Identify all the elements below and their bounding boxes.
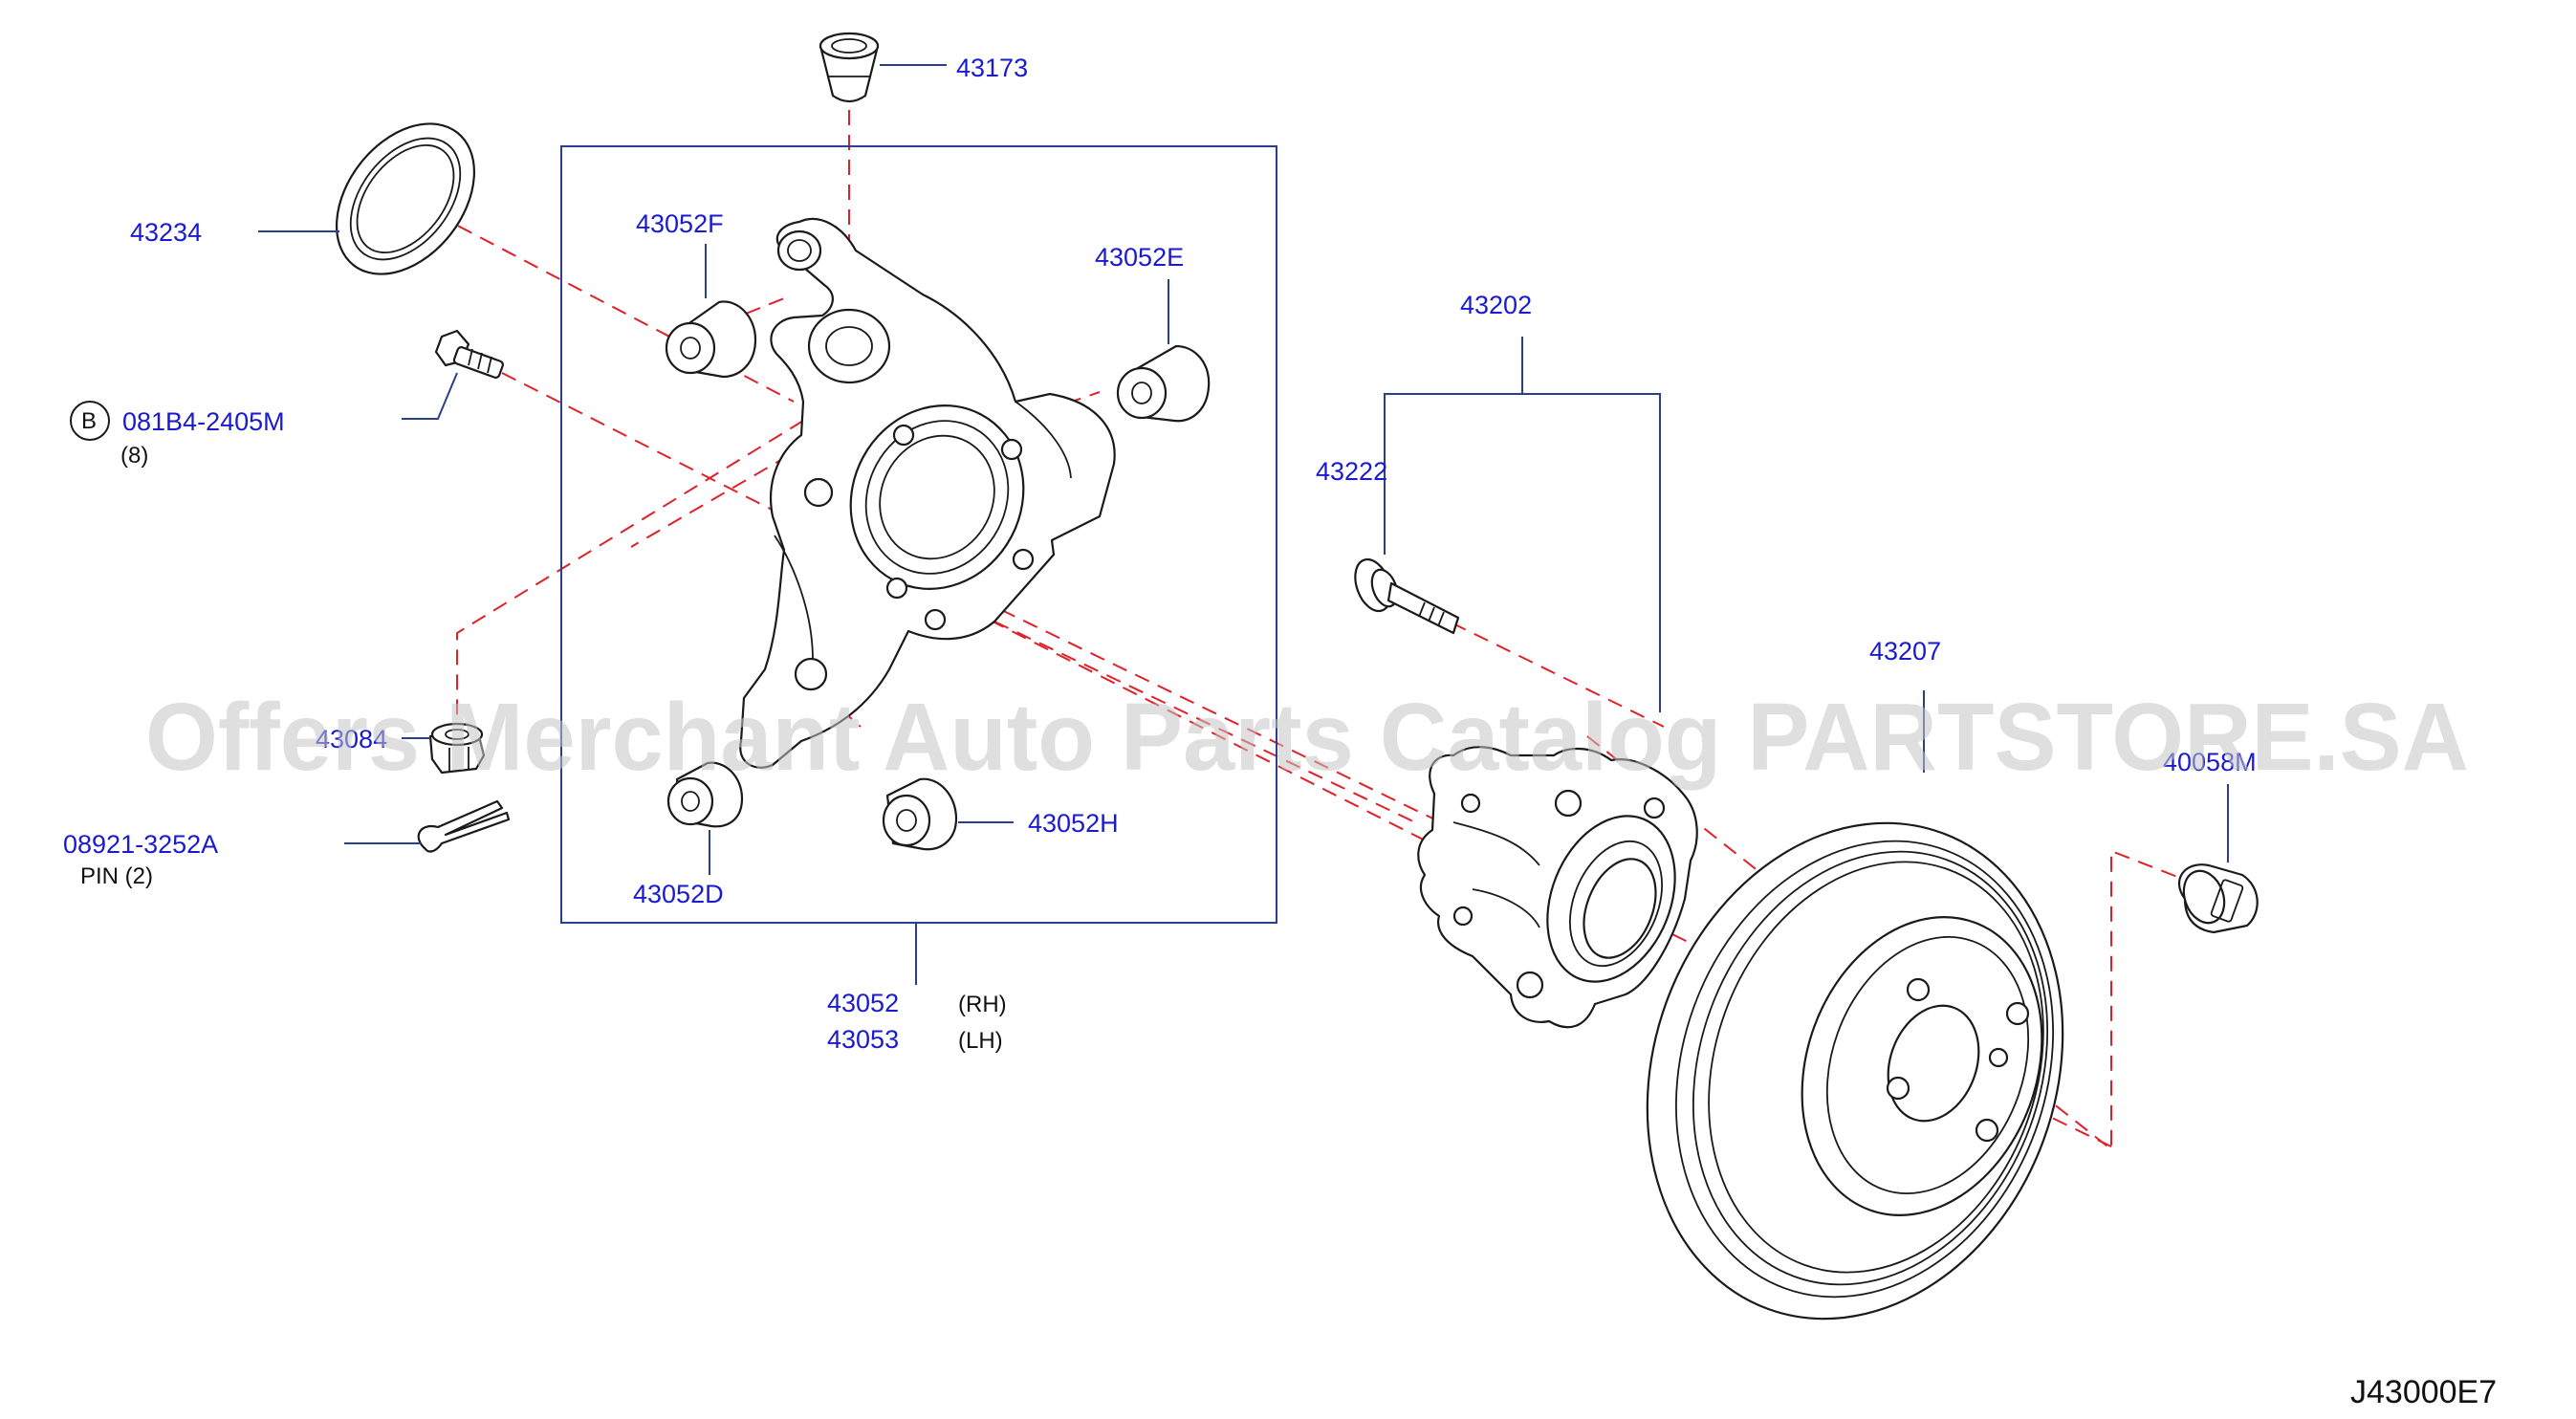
steering-knuckle-43052[interactable]	[739, 217, 1116, 769]
label-lh: (LH)	[958, 1028, 1003, 1054]
knuckle-group-bracket	[560, 145, 1277, 924]
cap-43173[interactable]	[819, 32, 880, 103]
label-43052H[interactable]: 43052H	[1028, 809, 1119, 838]
label-43053[interactable]: 43053	[827, 1025, 899, 1054]
bushing-43052H[interactable]	[882, 777, 958, 851]
label-08921-3252A[interactable]: 08921-3252A	[63, 830, 218, 859]
pin-note: PIN (2)	[80, 863, 153, 889]
label-43052E[interactable]: 43052E	[1095, 243, 1184, 272]
label-43052D[interactable]: 43052D	[633, 880, 724, 908]
brake-rotor-43207[interactable]	[1580, 764, 2130, 1378]
wheel-hub-assembly[interactable]	[1417, 746, 1698, 1029]
part-labels: 43173 43234 43052F 43052E 43202 43222 B …	[63, 54, 2497, 1410]
flange-bolt[interactable]	[434, 329, 504, 379]
bolt-circle-letter: B	[81, 408, 97, 434]
watermark: Offers Merchant Auto Parts Catalog PARTS…	[145, 684, 2469, 791]
lock-nut-43084[interactable]	[428, 722, 486, 775]
label-43234[interactable]: 43234	[130, 218, 202, 247]
bushing-43052E[interactable]	[1116, 344, 1211, 423]
label-40058M[interactable]: 40058M	[2163, 748, 2257, 776]
bushing-43052D[interactable]	[666, 761, 744, 828]
label-43173[interactable]: 43173	[956, 54, 1028, 82]
label-43084[interactable]: 43084	[316, 725, 387, 753]
label-081B4-2405M[interactable]: 081B4-2405M	[122, 407, 285, 436]
plug-40058M[interactable]	[2177, 863, 2259, 934]
label-43052[interactable]: 43052	[827, 989, 899, 1017]
hub-bolt-43222[interactable]	[1348, 555, 1460, 635]
bolt-quantity: (8)	[120, 443, 148, 469]
label-43052F[interactable]: 43052F	[636, 209, 724, 238]
bushing-43052F[interactable]	[665, 300, 757, 379]
label-rh: (RH)	[958, 992, 1007, 1017]
cotter-pin[interactable]	[417, 799, 511, 853]
bolt-callout-circle	[70, 401, 110, 441]
diagram-code: J43000E7	[2350, 1374, 2497, 1410]
label-43222[interactable]: 43222	[1316, 457, 1387, 486]
label-43202[interactable]: 43202	[1460, 291, 1532, 319]
seal-ring-43234[interactable]	[309, 98, 503, 301]
label-43207[interactable]: 43207	[1869, 637, 1941, 666]
